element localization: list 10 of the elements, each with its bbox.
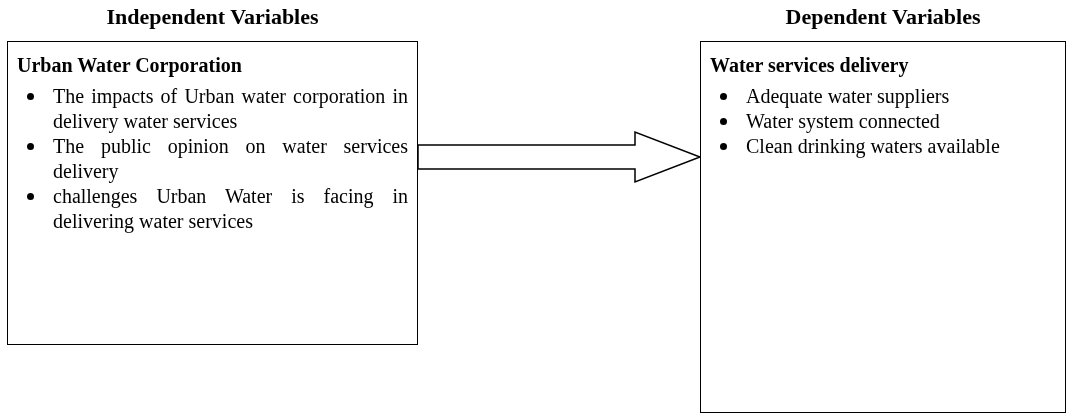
bullet-text: Adequate water suppliers <box>746 84 951 109</box>
bullet-text: The impacts of Urban water corporation in delivery water services <box>53 84 408 134</box>
bullet-text: Water system connected <box>746 109 941 134</box>
bullet-text: challenges Urban Water is facing in delivering water services <box>53 184 408 234</box>
column-heading: Dependent Variables <box>785 4 981 30</box>
column-heading: Independent Variables <box>106 4 319 30</box>
box-heading: Urban Water Corporation <box>17 54 242 77</box>
block-arrow <box>417 130 703 184</box>
bullet-text: Clean drinking waters available <box>746 134 1001 159</box>
box-heading: Water services delivery <box>710 54 909 77</box>
